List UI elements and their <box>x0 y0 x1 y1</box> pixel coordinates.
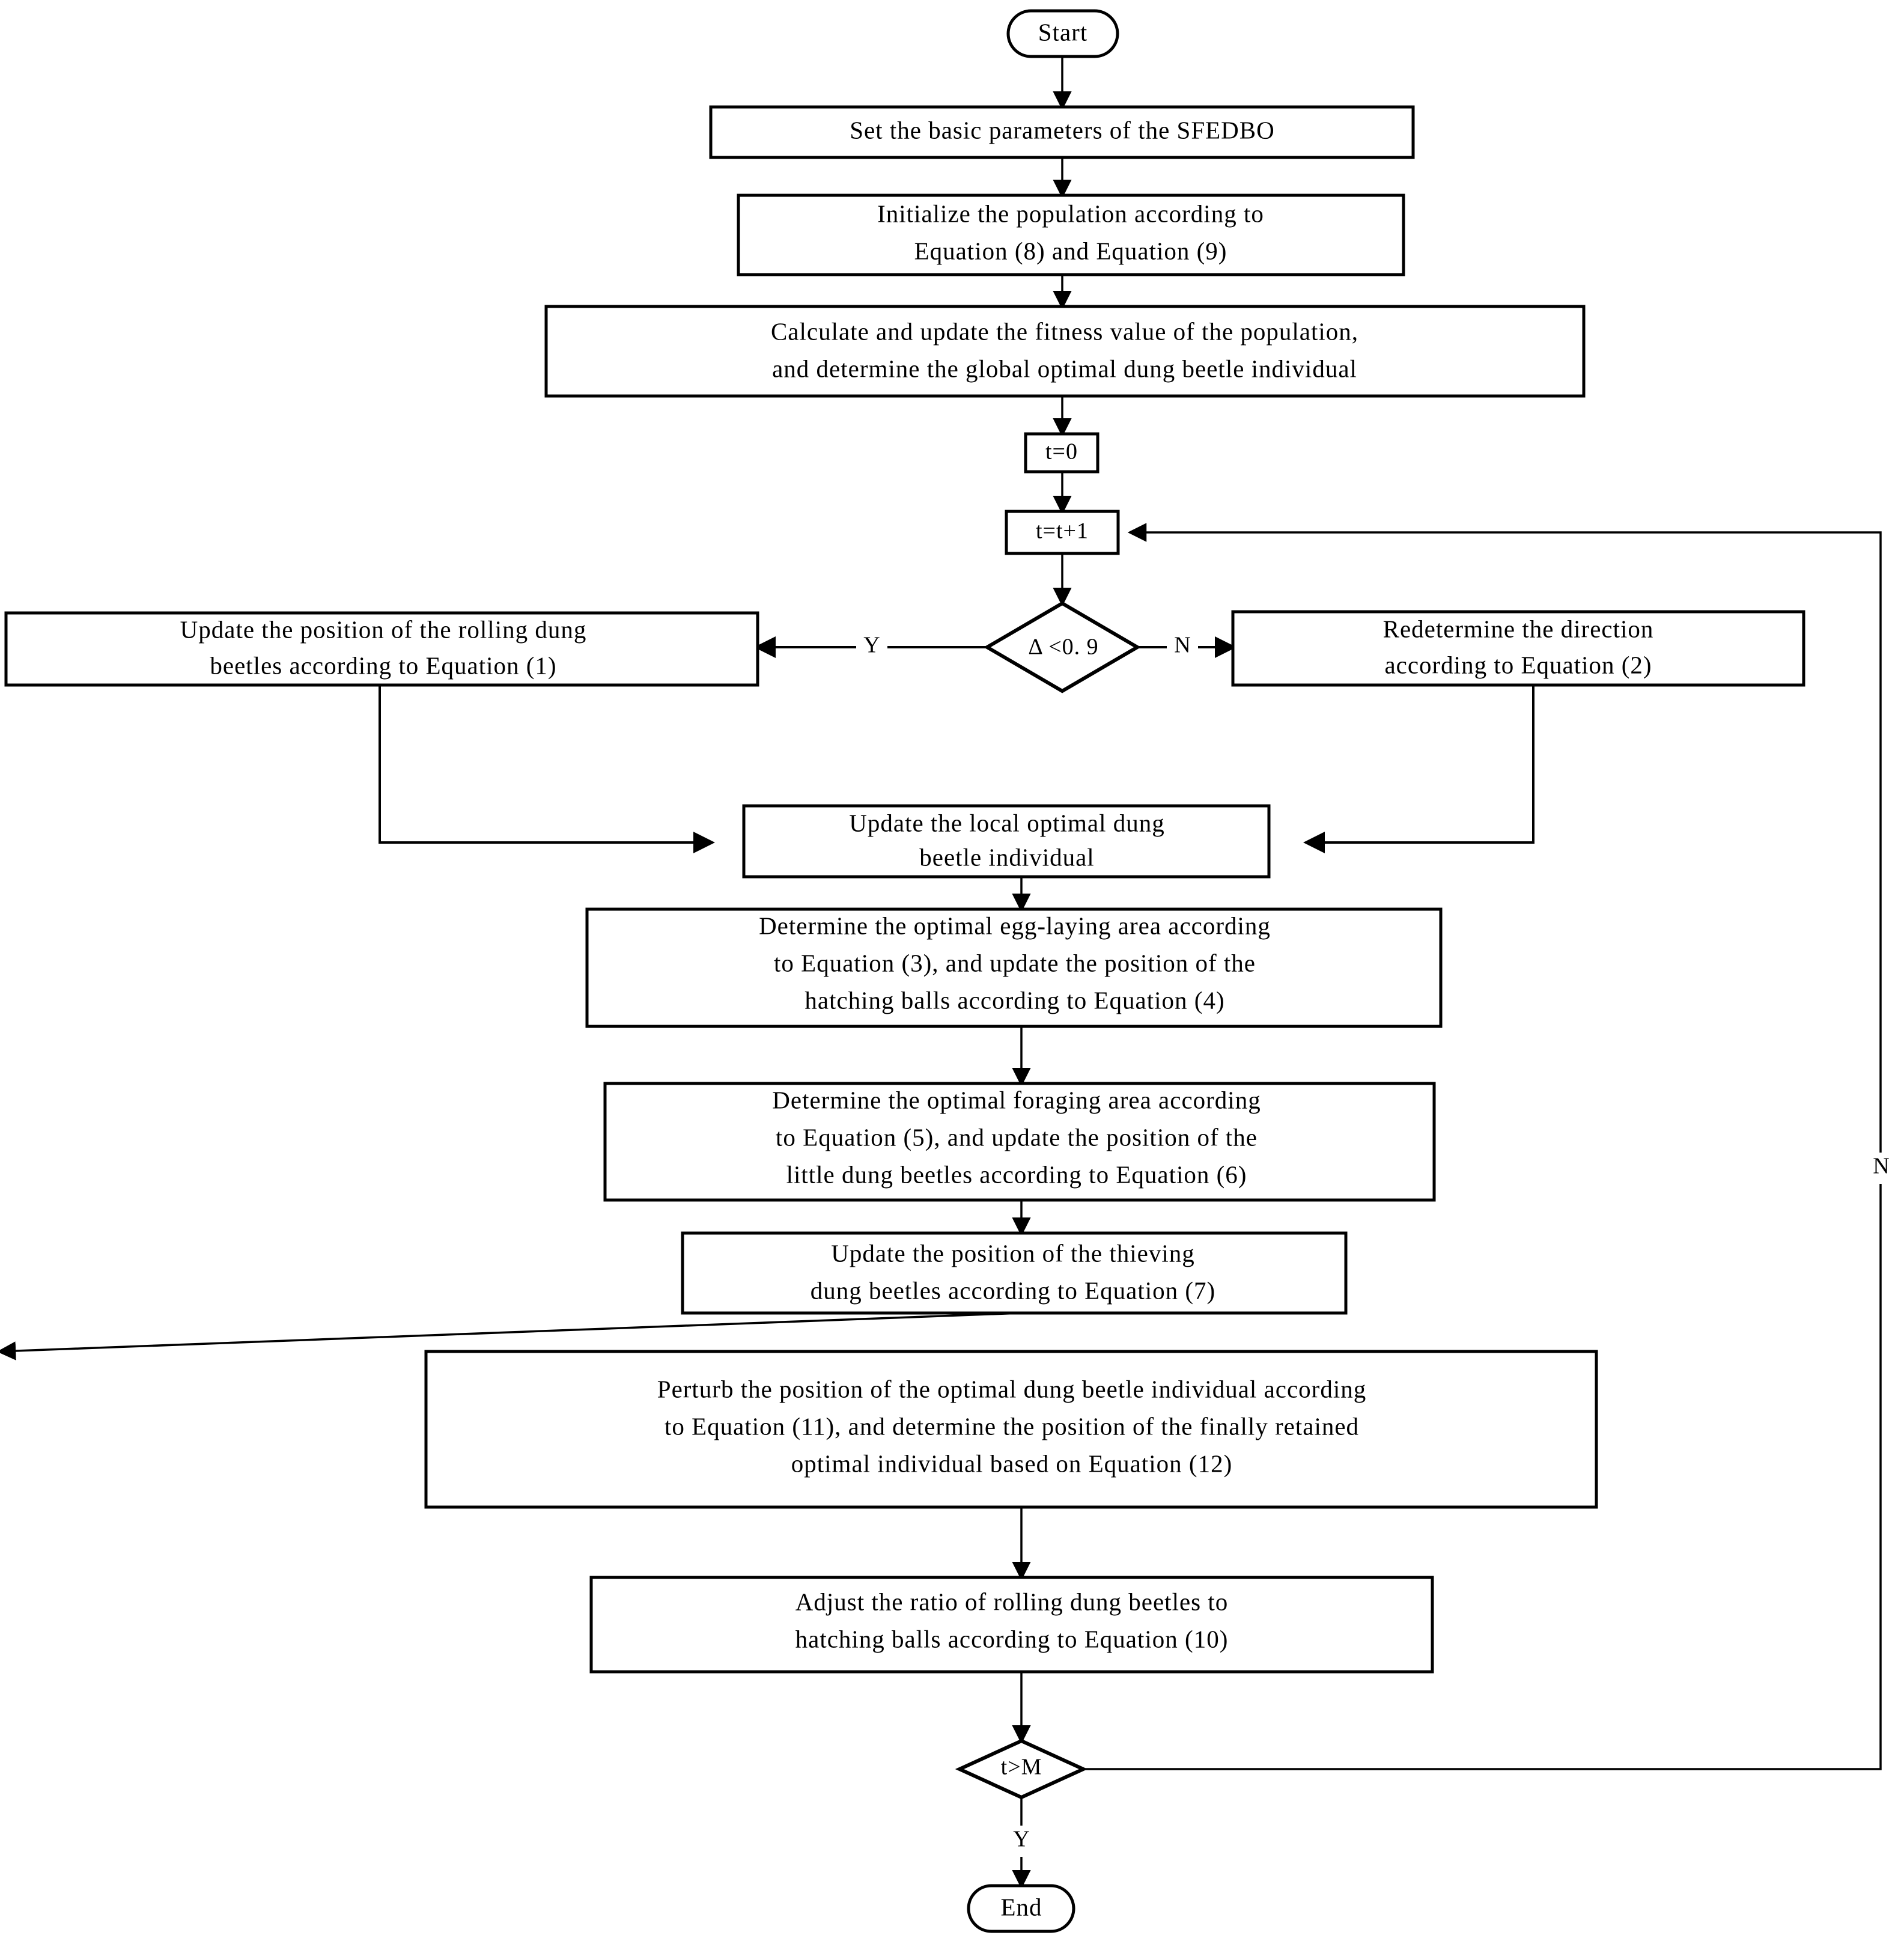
node-start-label: Start <box>1038 18 1087 46</box>
node-foraging-line-1: Determine the optimal foraging area acco… <box>772 1086 1261 1114</box>
node-t-increment[interactable] <box>1005 510 1120 555</box>
node-egg-laying[interactable] <box>585 907 1443 1028</box>
node-end-label: End <box>1000 1893 1042 1921</box>
node-foraging-line-2: to Equation (5), and update the position… <box>776 1123 1258 1151</box>
node-calculate-fitness-line-1: Calculate and update the fitness value o… <box>771 317 1358 345</box>
node-set-params[interactable] <box>709 105 1415 159</box>
edge-label-bg-end-yes <box>1006 1826 1037 1857</box>
node-perturb[interactable] <box>424 1350 1598 1509</box>
node-redetermine-direction-line-1: Redetermine the direction <box>1383 615 1654 642</box>
node-t-zero-label: t=0 <box>1045 439 1078 465</box>
node-local-optimal[interactable] <box>742 804 1271 879</box>
node-egg-laying-line-2: to Equation (3), and update the position… <box>774 949 1256 976</box>
node-foraging-line-3: little dung beetles according to Equatio… <box>786 1160 1247 1188</box>
node-t-zero[interactable] <box>1024 432 1100 474</box>
edge-redetermine-to-localoptimal <box>1303 685 1534 853</box>
node-set-params-line-1: Set the basic parameters of the SFEDBO <box>850 116 1275 144</box>
edge-label-end-yes: Y <box>1013 1827 1029 1852</box>
node-delta-check[interactable] <box>984 601 1141 693</box>
node-termination-check-label: t>M <box>1001 1755 1042 1780</box>
edge-label-bg-loop-no <box>1865 1153 1897 1184</box>
node-end[interactable] <box>967 1884 1075 1933</box>
node-adjust-ratio-line-2: hatching balls according to Equation (10… <box>795 1625 1229 1653</box>
edge-label-loop-no: N <box>1873 1154 1889 1179</box>
node-rolling-update-line-2: beetles according to Equation (1) <box>210 651 556 679</box>
node-adjust-ratio[interactable] <box>589 1576 1434 1674</box>
node-thieving[interactable] <box>681 1231 1348 1315</box>
node-initialize-line-1: Initialize the population according to <box>877 200 1264 227</box>
node-egg-laying-line-3: hatching balls according to Equation (4) <box>804 986 1224 1014</box>
node-calculate-fitness[interactable] <box>544 305 1586 398</box>
node-perturb-line-1: Perturb the position of the optimal dung… <box>657 1375 1366 1403</box>
edge-label-bg-delta-yes <box>856 633 887 662</box>
node-redetermine-direction-line-2: according to Equation (2) <box>1384 651 1652 678</box>
node-termination-check[interactable] <box>955 1738 1088 1800</box>
node-perturb-line-3: optimal individual based on Equation (12… <box>791 1449 1232 1477</box>
node-delta-check-label: Δ <0. 9 <box>1028 635 1098 660</box>
node-thieving-line-2: dung beetles according to Equation (7) <box>811 1276 1215 1304</box>
edge-rolling-to-localoptimal <box>379 685 715 853</box>
node-local-optimal-line-1: Update the local optimal dung <box>849 809 1164 836</box>
node-redetermine-direction[interactable] <box>1231 610 1805 687</box>
node-local-optimal-line-2: beetle individual <box>919 843 1094 871</box>
node-adjust-ratio-line-1: Adjust the ratio of rolling dung beetles… <box>795 1588 1229 1615</box>
node-perturb-line-2: to Equation (11), and determine the posi… <box>665 1412 1359 1440</box>
edge-label-bg-delta-no <box>1167 633 1198 662</box>
node-rolling-update[interactable] <box>4 611 759 687</box>
node-foraging[interactable] <box>603 1082 1436 1202</box>
node-t-increment-label: t=t+1 <box>1036 519 1089 544</box>
node-rolling-update-line-1: Update the position of the rolling dung <box>180 615 587 643</box>
edge-termination-no-loopback <box>1083 523 1882 1770</box>
node-calculate-fitness-line-2: and determine the global optimal dung be… <box>772 355 1357 382</box>
edge-thieving-to-perturb <box>0 1312 1022 1360</box>
node-initialize-line-2: Equation (8) and Equation (9) <box>914 237 1227 264</box>
node-initialize[interactable] <box>737 193 1405 276</box>
node-egg-laying-line-1: Determine the optimal egg-laying area ac… <box>759 912 1271 939</box>
node-start[interactable] <box>1006 9 1119 58</box>
edge-label-delta-no: N <box>1174 633 1190 658</box>
edge-label-delta-yes: Y <box>863 633 880 658</box>
node-thieving-line-1: Update the position of the thieving <box>831 1239 1194 1267</box>
